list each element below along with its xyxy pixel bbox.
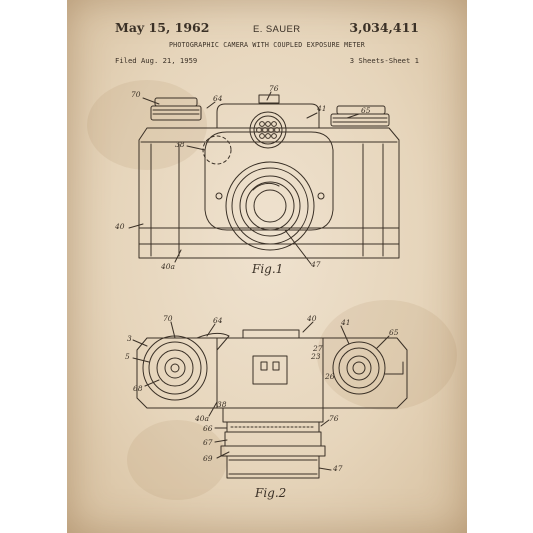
ref-numeral: 70 (163, 314, 173, 323)
patent-title: PHOTOGRAPHIC CAMERA WITH COUPLED EXPOSUR… (169, 41, 365, 49)
ref-numeral: 5 (125, 352, 130, 361)
ref-numeral: 27 (313, 344, 323, 353)
ref-numeral: 38 (175, 140, 185, 149)
ref-numeral: 41 (317, 104, 327, 113)
patent-sheet: May 15, 1962 E. SAUER 3,034,411 PHOTOGRA… (67, 0, 467, 533)
ref-numeral: 38 (217, 400, 227, 409)
filed-date: Filed Aug. 21, 1959 (115, 56, 198, 65)
ref-numeral: 40a (161, 262, 176, 271)
figure-1-label: Fig.1 (252, 262, 284, 276)
paper-stain (317, 300, 457, 410)
fig1-camera-front (128, 91, 400, 265)
ref-numeral: 76 (269, 84, 279, 93)
ref-numeral: 69 (203, 454, 213, 463)
ref-numeral: 70 (131, 90, 141, 99)
ref-numeral: 47 (311, 260, 321, 269)
ref-numeral: 47 (333, 464, 343, 473)
ref-numeral: 76 (329, 414, 339, 423)
inventor-name: E. SAUER (253, 24, 301, 35)
ref-numeral: 40 (307, 314, 317, 323)
patent-number: 3,034,411 (349, 20, 419, 35)
paper-stain (127, 420, 227, 500)
ref-numeral: 3 (127, 334, 132, 343)
ref-numeral: 65 (389, 328, 399, 337)
ref-numeral: 65 (361, 106, 371, 115)
ref-numeral: 40 (115, 222, 125, 231)
paper-stain (87, 80, 207, 170)
fig2-camera-top (132, 321, 408, 479)
patent-date: May 15, 1962 (115, 20, 210, 35)
ref-numeral: 67 (203, 438, 213, 447)
ref-numeral: 40a (195, 414, 210, 423)
ref-numeral: 23 (311, 352, 321, 361)
sheet-count: 3 Sheets-Sheet 1 (349, 56, 419, 65)
figure-2-label: Fig.2 (255, 486, 287, 500)
patent-drawing (128, 91, 408, 479)
ref-numeral: 41 (341, 318, 351, 327)
ref-numeral: 26 (325, 372, 335, 381)
ref-numeral: 64 (213, 316, 223, 325)
ref-numeral: 68 (133, 384, 143, 393)
ref-numeral: 66 (203, 424, 213, 433)
ref-numeral: 64 (213, 94, 223, 103)
